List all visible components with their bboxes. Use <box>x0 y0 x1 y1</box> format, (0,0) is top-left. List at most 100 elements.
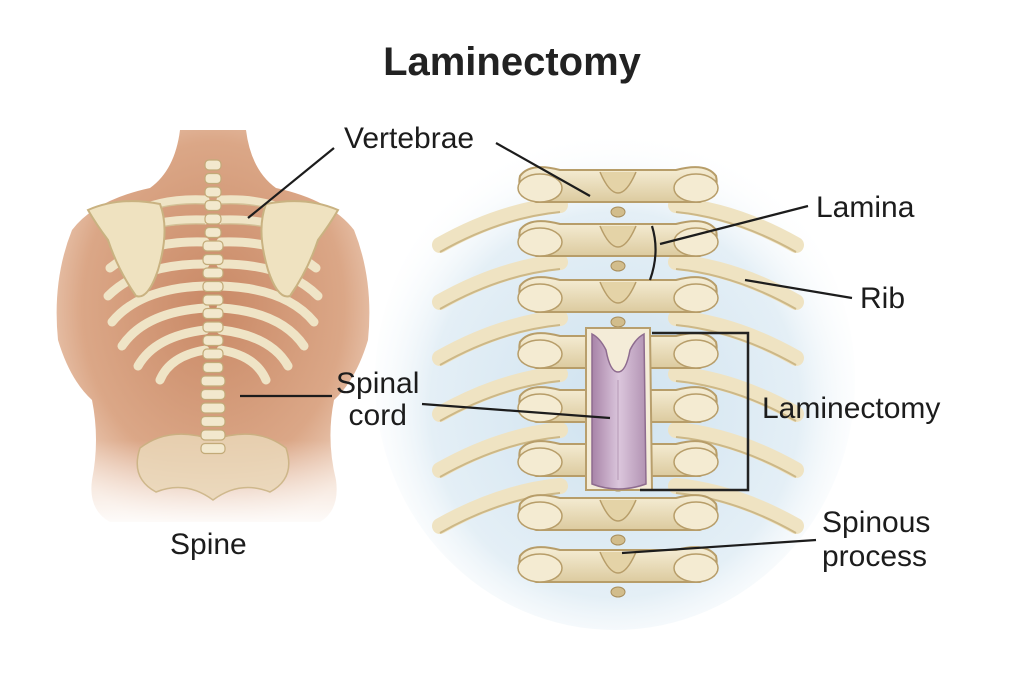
spine-closeup <box>375 130 855 630</box>
closeup-vertebra <box>517 546 719 598</box>
closeup-rib-right-shadow <box>675 268 797 310</box>
lamina-brace <box>648 225 657 281</box>
leader-lamina <box>659 204 809 246</box>
closeup-rib-right <box>668 254 804 310</box>
torso-vertebra <box>200 388 226 401</box>
transverse-process-right <box>673 283 719 313</box>
transverse-process-left <box>517 227 563 257</box>
label-laminectomy: Laminectomy <box>762 392 941 425</box>
transverse-process-right <box>673 227 719 257</box>
spinous-process-tip <box>610 534 626 546</box>
leader-spinous-process <box>621 538 817 555</box>
closeup-rib-left <box>432 197 568 253</box>
torso-vertebra <box>200 375 226 387</box>
transverse-process-right <box>673 339 719 369</box>
torso-vertebra <box>202 280 224 293</box>
left-scapula <box>86 200 166 298</box>
closeup-vertebrae <box>517 166 719 598</box>
transverse-process-right <box>673 501 719 531</box>
leader-lines <box>240 142 853 555</box>
closeup-vertebra <box>517 166 719 218</box>
torso-vertebra <box>204 199 222 212</box>
leader-rib <box>744 278 853 300</box>
torso-vertebra <box>200 429 226 441</box>
torso-vertebra <box>204 159 222 171</box>
label-spinous-line1: Spinous <box>822 506 931 539</box>
closeup-rib-right-shadow <box>675 324 797 366</box>
transverse-process-left <box>517 447 563 477</box>
torso-vertebra <box>202 267 224 279</box>
spinous-process <box>599 499 637 522</box>
label-spinal-cord-line1: Spinal <box>336 367 420 400</box>
transverse-process-left <box>517 339 563 369</box>
label-rib: Rib <box>860 282 906 315</box>
spinous-process-tip <box>610 206 626 218</box>
spine-column <box>200 159 226 455</box>
torso-vertebra <box>200 415 226 428</box>
torso-vertebra <box>204 172 222 185</box>
transverse-process-left <box>517 283 563 313</box>
label-lamina: Lamina <box>816 191 915 224</box>
torso-illustration <box>40 130 390 530</box>
leader-spinal-cord-closeup <box>421 402 611 420</box>
label-spine: Spine <box>170 528 247 561</box>
closeup-rib-left <box>432 478 568 534</box>
closeup-vertebra <box>517 220 719 272</box>
closeup-rib-right <box>668 422 804 478</box>
right-scapula <box>260 200 340 298</box>
torso-vertebra <box>204 213 222 225</box>
diagram-title: Laminectomy <box>383 40 641 84</box>
transverse-process-right <box>673 393 719 423</box>
torso-vertebra <box>202 307 224 320</box>
closeup-rib-right <box>668 366 804 422</box>
transverse-process-left <box>517 553 563 583</box>
leader-vertebrae-torso <box>247 147 335 219</box>
transverse-process-left <box>517 501 563 531</box>
closeup-vertebra <box>517 276 719 328</box>
closeup-rib-right <box>668 478 804 534</box>
closeup-rib-left <box>432 254 568 310</box>
spinal-cord <box>591 332 647 490</box>
closeup-rib-left-shadow <box>439 268 561 310</box>
label-spinal-cord: Spinal cord <box>336 368 419 432</box>
torso-vertebra <box>202 321 224 333</box>
transverse-process-left <box>517 393 563 423</box>
closeup-rib-left-shadow <box>439 211 561 253</box>
spinous-process-tip <box>610 316 626 328</box>
closeup-rib-left-shadow <box>439 436 561 478</box>
transverse-process-right <box>673 173 719 203</box>
label-vertebrae: Vertebrae <box>344 122 475 155</box>
torso-vertebra <box>202 334 224 347</box>
closeup-rib-right <box>668 197 804 253</box>
label-spinous-process: Spinous process <box>822 506 930 574</box>
torso-vertebra <box>204 186 222 198</box>
spinous-process <box>599 551 637 574</box>
label-spinal-cord-line2: cord <box>348 399 407 432</box>
leader-vertebrae-closeup <box>495 142 591 197</box>
transverse-process-right <box>673 553 719 583</box>
laminectomy-bracket <box>640 331 750 492</box>
torso-vertebra <box>202 253 224 266</box>
spinous-process <box>599 281 637 304</box>
torso-vertebra <box>200 402 226 414</box>
spinous-process <box>599 171 637 194</box>
torso-vertebra <box>202 294 224 306</box>
closeup-rib-left <box>432 422 568 478</box>
closeup-vertebra <box>517 494 719 546</box>
closeup-rib-right-shadow <box>675 380 797 422</box>
transverse-process-right <box>673 447 719 477</box>
torso-vertebra <box>202 348 224 360</box>
spinous-process-tip <box>610 586 626 598</box>
closeup-rib-left <box>432 310 568 366</box>
closeup-rib-right <box>668 310 804 366</box>
spinous-process <box>599 225 637 248</box>
torso-vertebra <box>202 240 224 252</box>
transverse-process-left <box>517 173 563 203</box>
label-spinous-line2: process <box>822 540 928 573</box>
torso-vertebra <box>200 442 226 455</box>
torso-vertebra <box>202 361 224 374</box>
closeup-rib-right-shadow <box>675 436 797 478</box>
closeup-rib-left-shadow <box>439 324 561 366</box>
